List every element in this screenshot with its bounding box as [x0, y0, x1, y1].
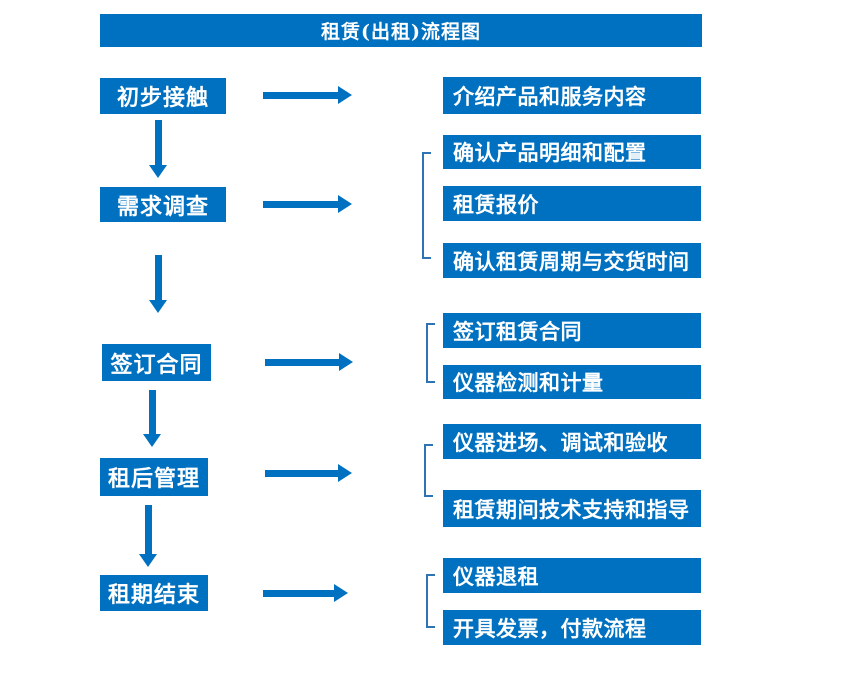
arrow-shaft [265, 469, 338, 477]
arrow-head-icon [149, 165, 167, 178]
detail-box-confirm-product-config: 确认产品明细和配置 [443, 135, 701, 169]
arrow-head-icon [339, 353, 353, 371]
arrow-right-post-rental [265, 464, 352, 482]
arrow-head-icon [143, 434, 161, 447]
arrow-head-icon [338, 464, 352, 482]
detail-box-instrument-setup-acceptance: 仪器进场、调试和验收 [443, 424, 701, 459]
step-box-sign-contract: 签订合同 [102, 344, 211, 381]
detail-box-sign-rental-contract: 签订租赁合同 [443, 313, 701, 348]
arrow-right-rental-end [263, 584, 348, 602]
detail-box-invoice-payment: 开具发票，付款流程 [443, 610, 701, 645]
detail-box-introduce-products: 介绍产品和服务内容 [443, 77, 701, 114]
arrow-head-icon [334, 584, 348, 602]
arrow-shaft [154, 255, 162, 300]
detail-box-instrument-inspection: 仪器检测和计量 [443, 365, 701, 399]
arrow-head-icon [338, 86, 352, 104]
arrow-down-2 [149, 255, 167, 313]
arrow-down-1 [149, 120, 167, 178]
arrow-shaft [263, 91, 338, 99]
arrow-down-3 [143, 390, 161, 447]
detail-box-rental-quote: 租赁报价 [443, 186, 701, 221]
arrow-shaft [263, 200, 338, 208]
arrow-right-initial-contact [263, 86, 352, 104]
step-box-demand-survey: 需求调查 [100, 187, 226, 222]
arrow-shaft [154, 120, 162, 165]
arrow-head-icon [149, 300, 167, 313]
bracket-sign-contract-group [426, 323, 435, 383]
bracket-post-rental-group [424, 444, 433, 497]
step-box-rental-end: 租期结束 [100, 575, 208, 611]
arrow-shaft [148, 390, 156, 434]
arrow-right-demand-survey [263, 195, 352, 213]
detail-box-confirm-period-delivery: 确认租赁周期与交货时间 [443, 243, 701, 278]
bracket-rental-end-group [426, 574, 435, 628]
arrow-head-icon [338, 195, 352, 213]
flowchart-title: 租赁(出租)流程图 [100, 14, 702, 47]
arrow-right-sign-contract [265, 353, 353, 371]
step-box-initial-contact: 初步接触 [100, 78, 226, 114]
step-box-post-rental-management: 租后管理 [100, 458, 208, 496]
arrow-shaft [263, 589, 334, 597]
arrow-head-icon [139, 554, 157, 567]
arrow-shaft [265, 358, 339, 366]
arrow-shaft [144, 505, 152, 554]
detail-box-instrument-return: 仪器退租 [443, 558, 701, 593]
arrow-down-4 [139, 505, 157, 567]
bracket-demand-survey-group [422, 152, 431, 259]
detail-box-technical-support: 租赁期间技术支持和指导 [443, 490, 701, 527]
